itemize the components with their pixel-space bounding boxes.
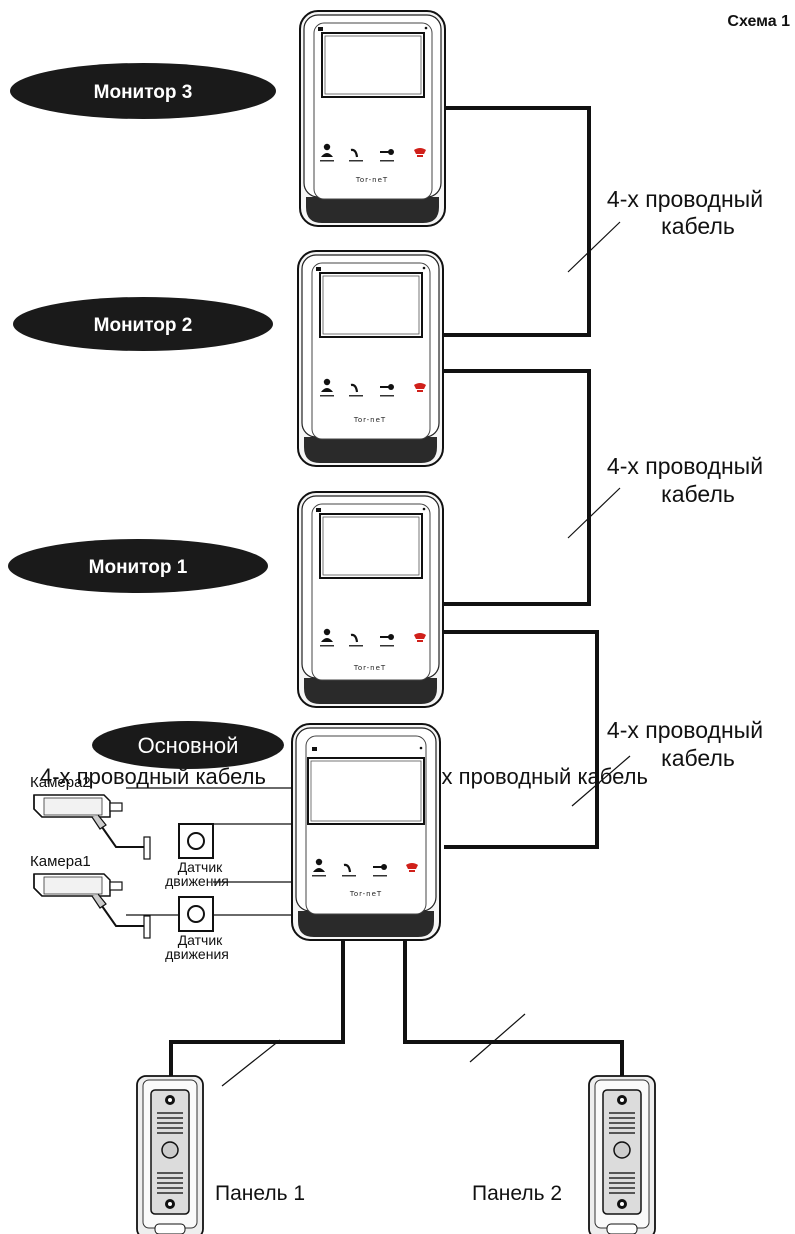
svg-text:Монитор 2: Монитор 2 [94,315,193,336]
wire-monitor3-monitor2 [444,106,591,337]
svg-text:Датчик: Датчик [178,932,223,948]
hangup-icon [414,383,426,392]
monitor-1: Tor-neT [297,491,444,708]
hangup-icon [414,633,426,642]
motion-sensor-1 [178,896,214,932]
label-monitor-1: Монитор 1 [8,539,268,593]
monitor-main: Tor-neT [291,723,441,941]
camera-2: Камера2 Датчик движения [30,774,229,889]
cable-label-panel2: 4-х проводный кабель [422,764,648,789]
user-icon [321,378,333,392]
svg-text:4-х проводный: 4-х проводный [607,453,763,479]
wire-monitor1-main [444,630,599,849]
svg-text:движения: движения [165,873,229,889]
wire-main-panel2 [403,940,624,1078]
brand-logo: Tor-neT [353,416,386,424]
handset-icon [350,148,359,158]
brand-logo: Tor-neT [349,890,382,898]
monitor-3: Tor-neT [299,10,446,227]
label-monitor-3: Монитор 3 [10,63,276,119]
key-icon [380,384,394,390]
key-icon [380,634,394,640]
hangup-icon [406,863,418,872]
camera2-wires [126,787,292,916]
cable-label-1: 4-х проводный кабель [607,186,763,239]
label-main: Основной [92,721,284,769]
handset-icon [343,863,352,873]
monitor-buttons [312,858,418,877]
monitor-buttons [320,143,426,162]
svg-text:кабель: кабель [661,745,735,771]
cable-label-3: 4-х проводный кабель [607,717,763,771]
cable-label-2: 4-х проводный кабель [607,453,763,507]
label-monitor-2: Монитор 2 [13,297,273,351]
cable-leader-lines [221,221,631,1087]
handset-icon [350,633,359,643]
panel-1-label: Панель 1 [215,1182,305,1205]
key-icon [373,864,387,870]
svg-text:Монитор 3: Монитор 3 [94,82,193,103]
scheme-title: Схема 1 [727,13,790,30]
panel-2 [588,1075,656,1234]
hangup-icon [414,148,426,157]
svg-text:Датчик: Датчик [178,859,223,875]
user-icon [321,143,333,157]
monitor-2: Tor-neT [297,250,444,467]
svg-text:Камера2: Камера2 [30,774,91,791]
svg-text:4-х проводный: 4-х проводный [607,186,763,212]
cable-label-panel1: 4-х проводный кабель [40,764,266,789]
svg-text:движения: движения [165,946,229,962]
brand-logo: Tor-neT [353,664,386,672]
wire-main-panel1 [169,940,345,1078]
wire-monitor2-monitor1 [444,369,591,606]
panel-2-label: Панель 2 [472,1182,562,1205]
monitor-buttons [320,378,426,397]
brand-logo: Tor-neT [355,176,388,184]
user-icon [313,858,325,872]
svg-text:Основной: Основной [138,733,239,758]
svg-text:Монитор 1: Монитор 1 [89,557,188,578]
monitor-buttons [320,628,426,647]
svg-text:4-х проводный: 4-х проводный [607,717,763,743]
svg-text:кабель: кабель [661,213,735,239]
motion-sensor-2 [178,823,214,859]
key-icon [380,149,394,155]
handset-icon [350,383,359,393]
user-icon [321,628,333,642]
panel-1 [136,1075,204,1234]
svg-text:кабель: кабель [661,481,735,507]
camera-1: Камера1 Датчик движения [30,853,229,962]
svg-text:Камера1: Камера1 [30,853,91,870]
